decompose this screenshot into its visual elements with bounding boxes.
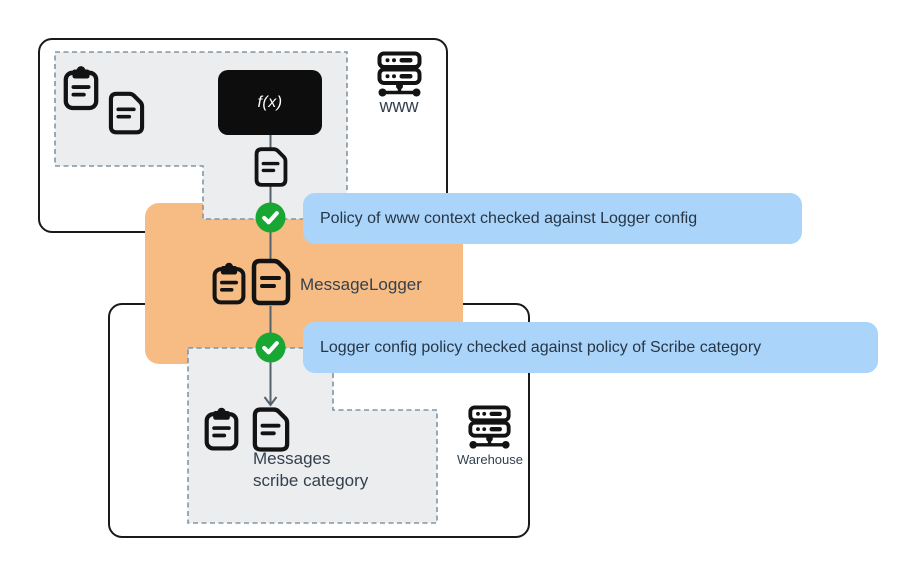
- callout-www-policy-check-text: Policy of www context checked against Lo…: [320, 209, 698, 227]
- www-server-label: www: [379, 96, 419, 116]
- callout-scribe-policy-check-text: Logger config policy checked against pol…: [320, 338, 762, 356]
- document-icon: [251, 258, 291, 306]
- function-box: f(x): [218, 70, 322, 135]
- clipboard-icon: [204, 407, 239, 451]
- scribe-category-label-line2: scribe category: [253, 471, 369, 490]
- callout-scribe-policy-check: Logger config policy checked against pol…: [303, 322, 878, 373]
- callout-www-policy-check: Policy of www context checked against Lo…: [303, 193, 802, 244]
- server-icon: [377, 51, 422, 97]
- server-icon: [468, 405, 511, 449]
- document-icon: [252, 407, 290, 452]
- check-circle-icon: [255, 332, 286, 363]
- scribe-category-label: Messages scribe category: [253, 448, 368, 492]
- scribe-category-label-line1: Messages: [253, 449, 331, 468]
- document-icon: [254, 147, 288, 187]
- clipboard-icon: [63, 66, 99, 111]
- clipboard-icon: [212, 262, 246, 305]
- message-logger-label: MessageLogger: [300, 275, 422, 294]
- function-box-label: f(x): [257, 93, 283, 111]
- warehouse-server-label: Warehouse: [457, 452, 523, 467]
- document-icon: [108, 91, 145, 135]
- check-circle-icon: [255, 202, 286, 233]
